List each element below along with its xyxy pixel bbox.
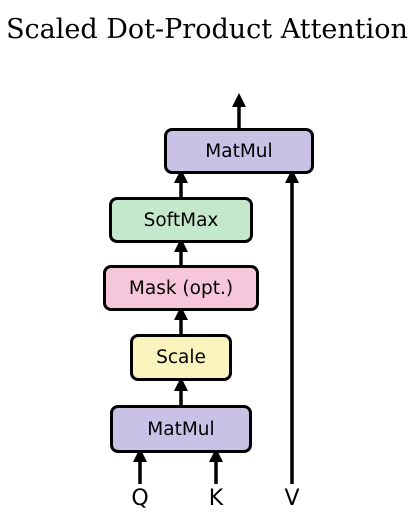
- scale-node: Scale: [130, 334, 232, 381]
- mask-node: Mask (opt.): [103, 265, 259, 311]
- matmul-bottom-node: MatMul: [110, 405, 252, 453]
- matmul-top-label: MatMul: [205, 140, 273, 162]
- input-k: K: [208, 486, 224, 511]
- matmul-bottom-label: MatMul: [147, 418, 215, 440]
- mask-label: Mask (opt.): [128, 277, 234, 299]
- input-v: V: [284, 486, 300, 511]
- matmul-top-node: MatMul: [164, 128, 314, 174]
- softmax-label: SoftMax: [143, 209, 219, 231]
- diagram-title: Scaled Dot-Product Attention: [6, 14, 408, 45]
- softmax-node: SoftMax: [109, 197, 253, 243]
- scale-label: Scale: [156, 347, 206, 368]
- input-q: Q: [131, 486, 149, 511]
